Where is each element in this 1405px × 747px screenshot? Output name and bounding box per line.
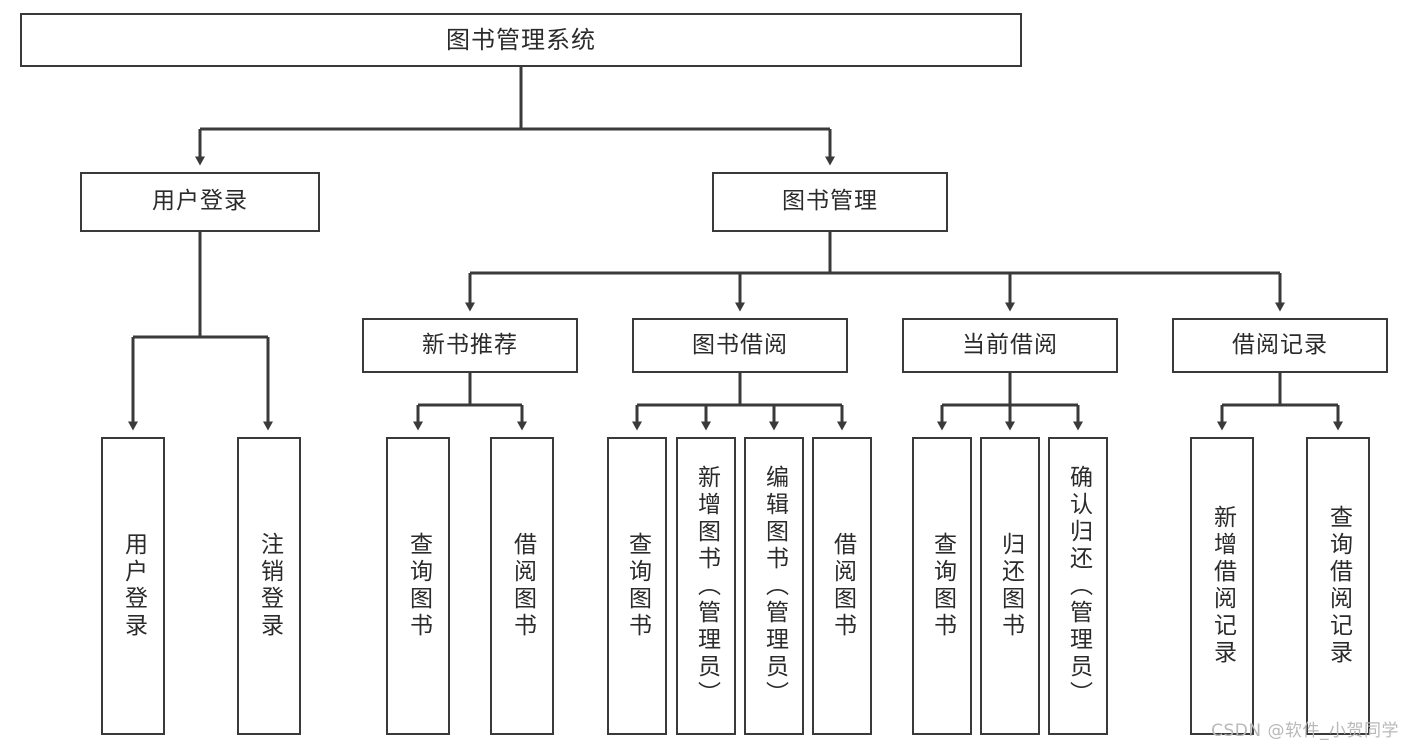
node-label: 图书管理 xyxy=(782,188,878,215)
node-label: 图书借阅 xyxy=(692,331,788,358)
node-label: 编辑图书（管理员） xyxy=(761,464,788,708)
node-label: 图书管理系统 xyxy=(446,25,596,54)
node-new-book-recommend[interactable]: 新书推荐 xyxy=(362,318,578,373)
node-label: 查询图书 xyxy=(624,532,651,640)
node-label: 新书推荐 xyxy=(422,331,518,358)
leaf-borrow-add-book[interactable]: 新增图书（管理员） xyxy=(676,437,736,735)
node-label: 借阅图书 xyxy=(509,532,536,640)
csdn-watermark: CSDN @软件_小贺同学 xyxy=(1211,721,1399,741)
leaf-new-book-query[interactable]: 查询图书 xyxy=(386,437,450,735)
node-label: 借阅记录 xyxy=(1232,331,1328,358)
node-book-management[interactable]: 图书管理 xyxy=(712,172,948,232)
node-borrow-record[interactable]: 借阅记录 xyxy=(1172,318,1388,373)
node-label: 查询图书 xyxy=(929,532,956,640)
leaf-record-query-record[interactable]: 查询借阅记录 xyxy=(1306,437,1370,735)
leaf-borrow-edit-book[interactable]: 编辑图书（管理员） xyxy=(744,437,804,735)
node-label: 借阅图书 xyxy=(829,532,856,640)
node-label: 确认归还（管理员） xyxy=(1065,464,1092,708)
node-label: 用户登录 xyxy=(152,188,248,215)
node-label: 查询图书 xyxy=(405,532,432,640)
leaf-current-return-book[interactable]: 归还图书 xyxy=(980,437,1040,735)
leaf-user-login-login[interactable]: 用户登录 xyxy=(101,437,165,735)
node-label: 新增借阅记录 xyxy=(1209,505,1236,667)
leaf-current-confirm-return[interactable]: 确认归还（管理员） xyxy=(1048,437,1108,735)
leaf-borrow-query-book[interactable]: 查询图书 xyxy=(607,437,667,735)
node-label: 归还图书 xyxy=(997,532,1024,640)
leaf-borrow-borrow-book[interactable]: 借阅图书 xyxy=(812,437,872,735)
node-current-borrow[interactable]: 当前借阅 xyxy=(902,318,1118,373)
leaf-new-book-borrow[interactable]: 借阅图书 xyxy=(490,437,554,735)
node-label: 当前借阅 xyxy=(962,331,1058,358)
leaf-user-login-logout[interactable]: 注销登录 xyxy=(237,437,301,735)
node-book-borrow[interactable]: 图书借阅 xyxy=(632,318,848,373)
node-label: 新增图书（管理员） xyxy=(693,464,720,708)
leaf-record-add-record[interactable]: 新增借阅记录 xyxy=(1190,437,1254,735)
node-user-login[interactable]: 用户登录 xyxy=(80,172,320,232)
node-label: 查询借阅记录 xyxy=(1325,505,1352,667)
node-label: 注销登录 xyxy=(256,532,283,640)
node-root-system[interactable]: 图书管理系统 xyxy=(20,13,1022,67)
leaf-current-query-book[interactable]: 查询图书 xyxy=(912,437,972,735)
node-label: 用户登录 xyxy=(120,532,147,640)
